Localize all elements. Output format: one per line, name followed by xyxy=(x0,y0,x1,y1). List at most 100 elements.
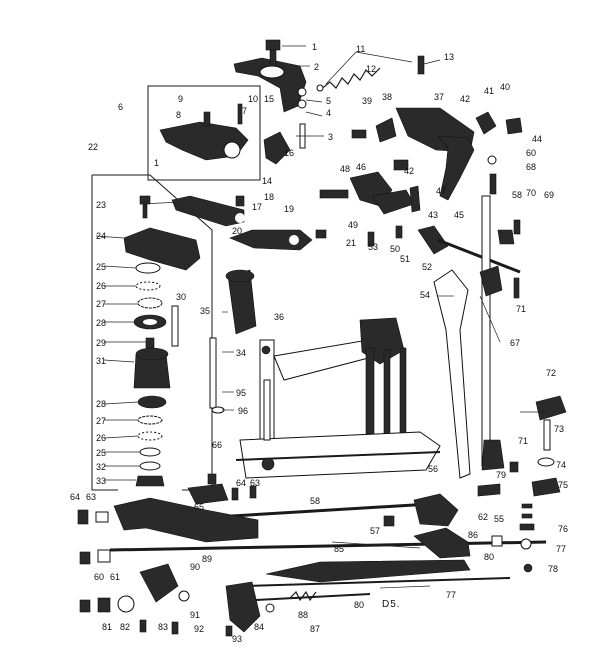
callout-label: 61 xyxy=(110,572,120,582)
callout-label: 44 xyxy=(532,134,542,144)
callout-label: 9 xyxy=(178,94,183,104)
callout-label: 58 xyxy=(512,190,522,200)
callout-label: 79 xyxy=(496,470,506,480)
callout-label: 53 xyxy=(368,242,378,252)
callout-label: 14 xyxy=(262,176,272,186)
callout-label: 55 xyxy=(494,514,504,524)
callout-label: 41 xyxy=(484,86,494,96)
callout-label: 58 xyxy=(310,496,320,506)
callout-label: 63 xyxy=(250,478,260,488)
callout-label: 27 xyxy=(96,416,106,426)
callout-label: 81 xyxy=(102,622,112,632)
callout-label: 42 xyxy=(460,94,470,104)
callout-label: 26 xyxy=(96,433,106,443)
callout-label: 35 xyxy=(200,306,210,316)
callout-label: 86 xyxy=(468,530,478,540)
callout-label: 50 xyxy=(390,244,400,254)
callout-label: 28 xyxy=(96,318,106,328)
callout-label: 1 xyxy=(312,42,317,52)
right-upper-assembly xyxy=(319,107,523,255)
links-17-21 xyxy=(171,195,327,251)
diagram-code: D5. xyxy=(382,599,401,610)
leader-lines xyxy=(95,45,546,589)
callout-label: 71 xyxy=(516,304,526,314)
callout-label: 31 xyxy=(96,356,106,366)
lower-shafts xyxy=(77,473,547,637)
crank-35 xyxy=(209,269,257,414)
callout-label: 32 xyxy=(96,462,106,472)
bracket-22-group xyxy=(91,174,213,491)
callout-label: 38 xyxy=(382,92,392,102)
callout-label: 54 xyxy=(420,290,430,300)
callout-label: 73 xyxy=(554,424,564,434)
callout-label: 40 xyxy=(500,82,510,92)
callout-label: 90 xyxy=(190,562,200,572)
callout-label: 75 xyxy=(558,480,568,490)
callout-label: 82 xyxy=(120,622,130,632)
right-small-parts xyxy=(509,395,567,573)
callout-label: 10 xyxy=(248,94,258,104)
callout-label: 4 xyxy=(326,108,331,118)
callout-label: 60 xyxy=(526,148,536,158)
callout-label: 95 xyxy=(236,388,246,398)
callout-label: 43 xyxy=(428,210,438,220)
callout-label: 19 xyxy=(284,204,294,214)
callout-label: 30 xyxy=(176,292,186,302)
callout-label: 80 xyxy=(484,552,494,562)
callout-label: 15 xyxy=(264,94,274,104)
callout-label: 77 xyxy=(556,544,566,554)
callout-label: 34 xyxy=(236,348,246,358)
callout-label: 69 xyxy=(544,190,554,200)
inset-box-bracket xyxy=(147,85,261,181)
callout-label: 27 xyxy=(96,299,106,309)
rods-and-levers xyxy=(433,195,521,479)
callout-label: 29 xyxy=(96,338,106,348)
callout-label: 2 xyxy=(314,62,319,72)
callout-label: 76 xyxy=(558,524,568,534)
callout-label: 49 xyxy=(348,220,358,230)
callout-label: 66 xyxy=(212,440,222,450)
callout-label: 62 xyxy=(478,512,488,522)
callout-label: 57 xyxy=(370,526,380,536)
callout-label: 88 xyxy=(298,610,308,620)
callout-label: 72 xyxy=(546,368,556,378)
callout-label: 11 xyxy=(356,44,365,54)
callout-label: 71 xyxy=(518,436,528,446)
callout-label: 8 xyxy=(176,110,181,120)
callout-label: 24 xyxy=(96,231,106,241)
callout-label: 1 xyxy=(154,158,159,168)
callout-label: 64 xyxy=(70,492,80,502)
callout-label: 47 xyxy=(436,186,446,196)
callout-label: 33 xyxy=(96,476,106,486)
callout-label: 6 xyxy=(118,102,123,112)
callout-label: 16 xyxy=(284,148,294,158)
callout-label: 64 xyxy=(236,478,246,488)
callout-label: 87 xyxy=(310,624,320,634)
callout-label: 85 xyxy=(334,544,344,554)
callout-label: 45 xyxy=(454,210,464,220)
callout-label: 36 xyxy=(274,312,284,322)
callout-label: 80 xyxy=(354,600,364,610)
callout-label: 26 xyxy=(96,281,106,291)
callout-label: 83 xyxy=(158,622,168,632)
machine-frame xyxy=(235,317,441,479)
callout-label: 46 xyxy=(356,162,366,172)
callout-label: 68 xyxy=(526,162,536,172)
callout-label: 89 xyxy=(202,554,212,564)
callout-label: 92 xyxy=(194,624,204,634)
callout-label: 25 xyxy=(96,262,106,272)
callout-label: 65 xyxy=(194,502,204,512)
callout-label: 77 xyxy=(446,590,456,600)
callout-label: 28 xyxy=(96,399,106,409)
callout-label: 37 xyxy=(434,92,444,102)
callout-label: 51 xyxy=(400,254,410,264)
callout-label: 12 xyxy=(366,64,376,74)
callout-label: 74 xyxy=(556,460,566,470)
callout-label: 5 xyxy=(326,96,331,106)
callout-label: 3 xyxy=(328,132,333,142)
callout-label: 7 xyxy=(242,106,247,116)
callout-label: 22 xyxy=(88,142,98,152)
callout-label: 96 xyxy=(238,406,248,416)
